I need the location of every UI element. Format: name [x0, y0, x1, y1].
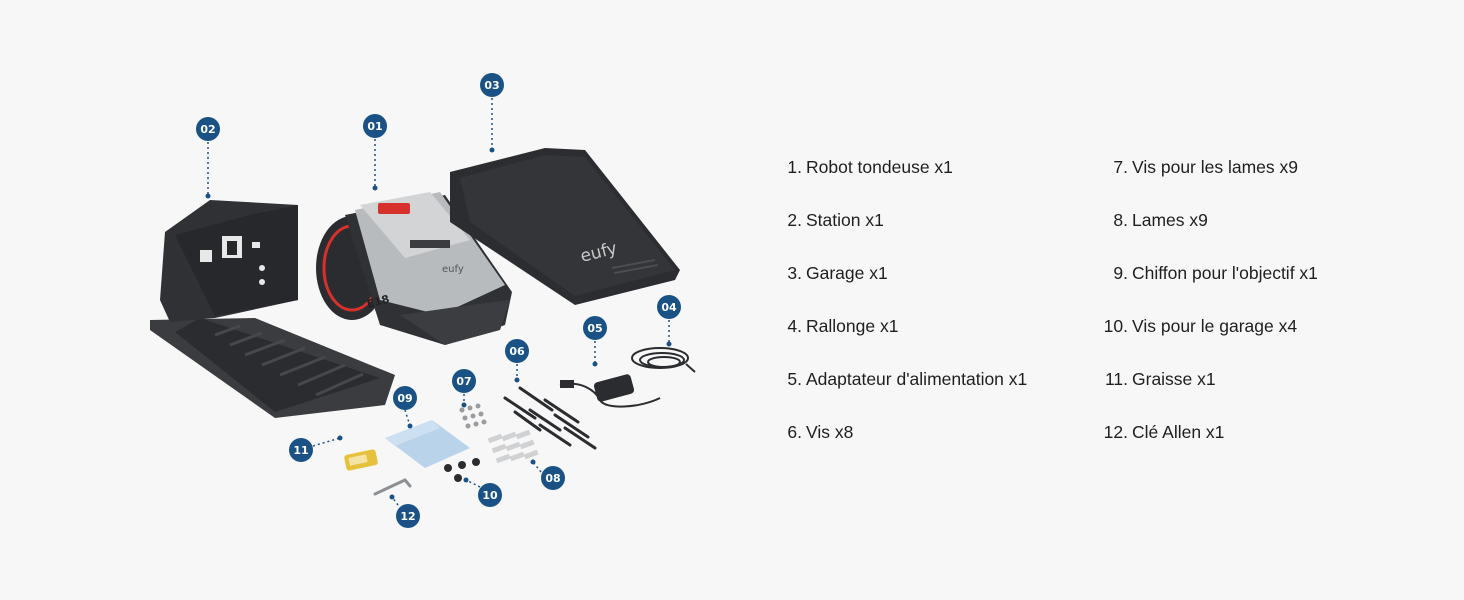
- list-item: 9.Chiffon pour l'objectif x1: [1113, 263, 1318, 283]
- extension-cable-image: [631, 347, 696, 373]
- garage-cover-image: eufy: [450, 148, 680, 305]
- grease-image: [344, 449, 378, 471]
- lens-cloth-image: [385, 420, 470, 468]
- list-item: 12.Clé Allen x1: [1103, 422, 1225, 442]
- list-item: 3.Garage x1: [787, 263, 888, 283]
- badge-12: 12: [396, 504, 420, 528]
- list-item: 10.Vis pour le garage x4: [1103, 316, 1298, 336]
- screws-image: [503, 386, 597, 450]
- badge-10: 10: [478, 483, 502, 507]
- svg-text:07: 07: [456, 375, 471, 388]
- blade-screws-image: [459, 403, 487, 429]
- badge-08: 08: [541, 466, 565, 490]
- badge-09: 09: [393, 386, 417, 410]
- svg-text:10: 10: [482, 489, 498, 502]
- svg-text:08: 08: [545, 472, 560, 485]
- svg-text:E18: E18: [365, 292, 390, 310]
- allen-key-image: [373, 478, 412, 496]
- svg-text:11: 11: [293, 444, 308, 457]
- svg-text:eufy: eufy: [442, 264, 464, 275]
- list-item: 5.Adaptateur d'alimentation x1: [787, 369, 1028, 389]
- badge-11: 11: [289, 438, 313, 462]
- badge-06: 06: [505, 339, 529, 363]
- badge-02: 02: [196, 117, 220, 141]
- badge-04: 04: [657, 295, 681, 319]
- blades-image: [487, 429, 539, 464]
- svg-text:12: 12: [400, 510, 415, 523]
- svg-text:03: 03: [484, 79, 499, 92]
- badge-05: 05: [583, 316, 607, 340]
- list-item: 1.Robot tondeuse x1: [787, 157, 953, 177]
- list-item: 7.Vis pour les lames x9: [1113, 157, 1299, 177]
- power-adapter-image: [559, 374, 661, 408]
- leader-lines: [207, 98, 670, 506]
- svg-text:04: 04: [661, 301, 677, 314]
- svg-text:01: 01: [367, 120, 382, 133]
- badge-03: 03: [480, 73, 504, 97]
- list-item: 2.Station x1: [787, 210, 884, 230]
- list-item: 4.Rallonge x1: [787, 316, 899, 336]
- list-item: 11.Graisse x1: [1104, 369, 1216, 389]
- list-item: 8.Lames x9: [1113, 210, 1208, 230]
- svg-text:05: 05: [587, 322, 602, 335]
- station-image: [150, 200, 395, 418]
- list-item: 6.Vis x8: [787, 422, 854, 442]
- garage-screws-image: [444, 458, 480, 482]
- badge-07: 07: [452, 369, 476, 393]
- svg-text:06: 06: [509, 345, 525, 358]
- svg-text:09: 09: [397, 392, 412, 405]
- badge-01: 01: [363, 114, 387, 138]
- svg-text:02: 02: [200, 123, 215, 136]
